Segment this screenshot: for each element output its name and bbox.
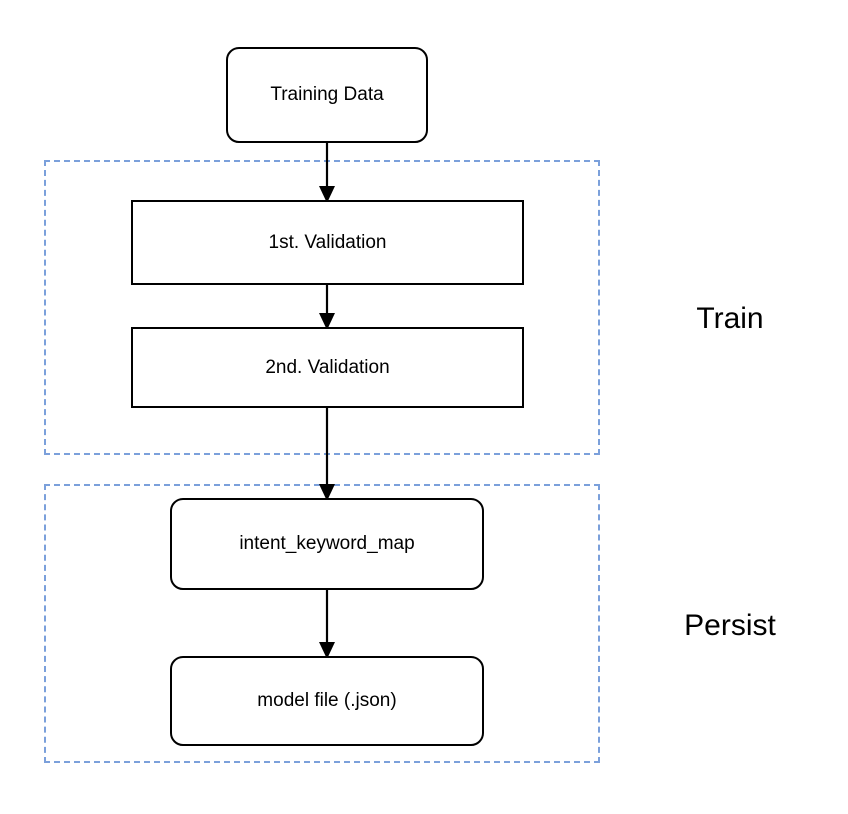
connector-intent-map-to-model-file bbox=[319, 588, 335, 659]
node-training-data[interactable]: Training Data bbox=[226, 47, 428, 143]
node-label-validation-2: 2nd. Validation bbox=[265, 356, 390, 378]
node-label-training-data: Training Data bbox=[270, 84, 384, 105]
connector-validation-1-to-validation-2 bbox=[319, 283, 335, 330]
node-label-intent-keyword-map: intent_keyword_map bbox=[239, 533, 415, 554]
connector-training-data-to-validation-1 bbox=[319, 140, 335, 203]
node-label-validation-1: 1st. Validation bbox=[268, 231, 387, 253]
node-label-model-file: model file (.json) bbox=[257, 690, 397, 711]
node-validation-2[interactable]: 2nd. Validation bbox=[131, 327, 524, 408]
node-validation-1[interactable]: 1st. Validation bbox=[131, 200, 524, 285]
group-label-persist: Persist bbox=[684, 609, 776, 642]
node-model-file[interactable]: model file (.json) bbox=[170, 656, 484, 746]
node-intent-keyword-map[interactable]: intent_keyword_map bbox=[170, 498, 484, 590]
group-container-train bbox=[44, 160, 600, 455]
group-label-train: Train bbox=[696, 302, 764, 335]
connector-validation-2-to-intent-map bbox=[319, 406, 335, 501]
